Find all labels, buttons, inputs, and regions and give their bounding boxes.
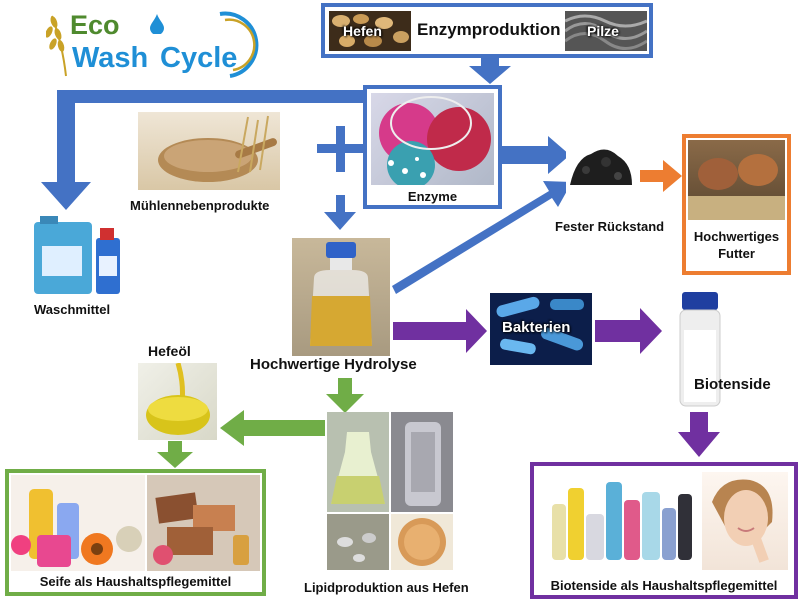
arrow-hydrolysis-to-lipid xyxy=(326,378,364,413)
solid-residue-photo xyxy=(566,130,636,195)
woman-face-photo xyxy=(702,472,788,570)
household-products-photo xyxy=(548,474,696,570)
arrow-to-hydrolysis xyxy=(324,195,356,230)
fungi-photo: Pilze xyxy=(565,11,647,51)
hydrolysis-label: Hochwertige Hydrolyse xyxy=(250,356,417,373)
enzyme-production-box: Hefen Enzymproduktion Pilze xyxy=(321,3,653,58)
arrow-lipid-to-yeast-oil xyxy=(220,410,325,446)
enzyme-production-title: Enzymproduktion xyxy=(417,20,561,39)
yeast-photo: Hefen xyxy=(329,11,411,51)
soap-box: Seife als Haushaltspflegemittel xyxy=(5,469,266,596)
fungi-tag: Pilze xyxy=(587,23,619,39)
arrow-yeast-oil-to-soap xyxy=(157,441,193,468)
arrow-bacteria-to-biotenside xyxy=(595,308,662,354)
lipid-production-collage xyxy=(327,412,453,570)
biosurfactant-household-box: Biotenside als Haushaltspflegemittel xyxy=(530,462,798,599)
biosurfactant-label: Biotenside xyxy=(694,376,771,393)
biosurfactant-jar-photo xyxy=(676,290,724,408)
mill-byproducts-photo xyxy=(138,112,280,190)
petri-dish-photo xyxy=(371,93,494,185)
solid-residue-label: Fester Rückstand xyxy=(555,219,665,234)
arrow-hydrolysis-to-bacteria xyxy=(393,309,487,353)
enzymes-box: Enzyme xyxy=(363,85,502,209)
soap-bars-photo xyxy=(147,475,260,571)
cosmetics-photo xyxy=(11,475,145,571)
biosurfactant-household-label: Biotenside als Haushaltspflegemittel xyxy=(550,578,778,593)
bacteria-tag: Bakterien xyxy=(502,319,571,336)
arrow-enzyme-to-residue xyxy=(501,136,570,174)
yeast-oil-label: Hefeöl xyxy=(148,343,191,359)
logo-eco-text: Eco xyxy=(70,10,120,40)
arrow-biotenside-down xyxy=(678,412,720,457)
detergent-label: Waschmittel xyxy=(34,302,111,317)
feed-label: Hochwertiges Futter xyxy=(693,229,780,261)
feed-box: Hochwertiges Futter xyxy=(682,134,791,275)
lipid-production-label: Lipidproduktion aus Hefen xyxy=(304,580,469,595)
plus-sign-horizontal xyxy=(317,144,363,153)
soap-label: Seife als Haushaltspflegemittel xyxy=(39,574,232,589)
logo-drop-icon xyxy=(150,14,164,34)
arrow-residue-to-feed xyxy=(640,160,682,192)
mill-byproducts-label: Mühlennebenprodukte xyxy=(130,198,270,213)
logo: Eco Wash Cycle xyxy=(46,8,259,83)
detergent-photo xyxy=(30,212,126,296)
logo-swoosh-icon xyxy=(219,11,259,78)
hydrolysis-bottle-photo xyxy=(292,238,390,356)
arrow-to-waschmittel xyxy=(41,90,364,210)
yeast-oil-photo xyxy=(138,363,217,440)
arrow-enzyme-production-down xyxy=(469,56,511,84)
cattle-photo xyxy=(688,140,785,220)
logo-wash-text: Wash xyxy=(72,42,149,74)
enzymes-label: Enzyme xyxy=(407,189,458,204)
arrow-hydrolysis-to-residue xyxy=(392,181,572,294)
yeast-tag: Hefen xyxy=(343,23,382,39)
bacteria-photo: Bakterien xyxy=(490,293,592,365)
logo-cycle-text: Cycle xyxy=(160,42,238,74)
logo-wheat-icon xyxy=(46,15,67,77)
